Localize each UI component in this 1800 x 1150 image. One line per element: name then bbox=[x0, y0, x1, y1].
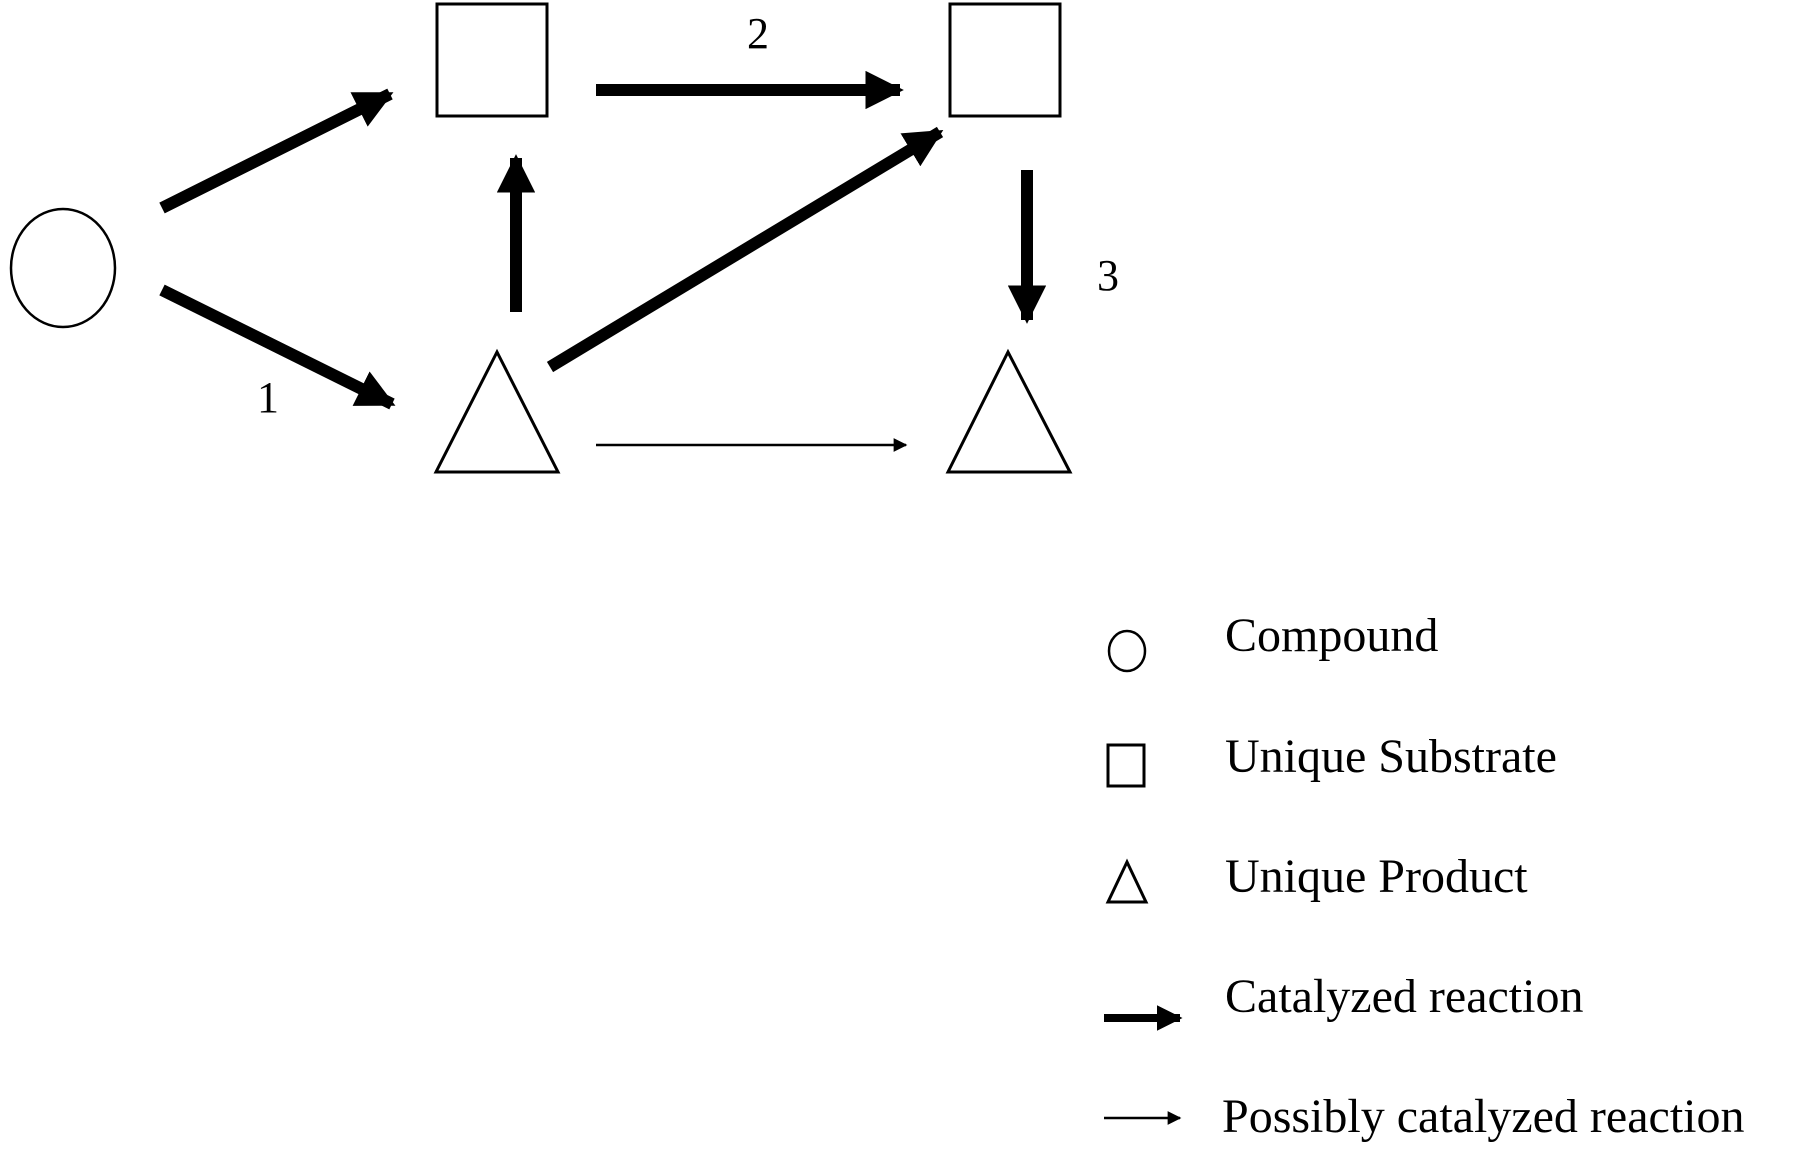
edge-label-1: 1 bbox=[257, 373, 279, 422]
edge-compound-to-substrate-a bbox=[159, 88, 394, 214]
edge-compound-to-product-a bbox=[159, 284, 396, 410]
product-node-b bbox=[945, 348, 1073, 474]
edge-product-a-to-substrate-b bbox=[546, 126, 944, 373]
legend-label-unique-substrate: Unique Substrate bbox=[1225, 730, 1557, 783]
legend-label-compound: Compound bbox=[1225, 609, 1438, 662]
legend-label-catalyzed-reaction: Catalyzed reaction bbox=[1225, 970, 1583, 1023]
legend-label-possibly-catalyzed-reaction: Possibly catalyzed reaction bbox=[1222, 1090, 1745, 1143]
edge-label-3: 3 bbox=[1097, 251, 1119, 300]
product-node-a bbox=[433, 348, 561, 474]
circle-icon bbox=[1107, 629, 1147, 673]
triangle-icon bbox=[1105, 858, 1149, 904]
legend: Compound Unique Substrate Unique Product… bbox=[1104, 609, 1745, 1143]
substrate-node-a bbox=[435, 2, 549, 118]
square-icon bbox=[1106, 743, 1146, 788]
compound-node bbox=[9, 207, 117, 329]
legend-label-unique-product: Unique Product bbox=[1225, 850, 1528, 903]
substrate-node-b bbox=[948, 2, 1062, 118]
edge-label-2: 2 bbox=[747, 9, 769, 58]
